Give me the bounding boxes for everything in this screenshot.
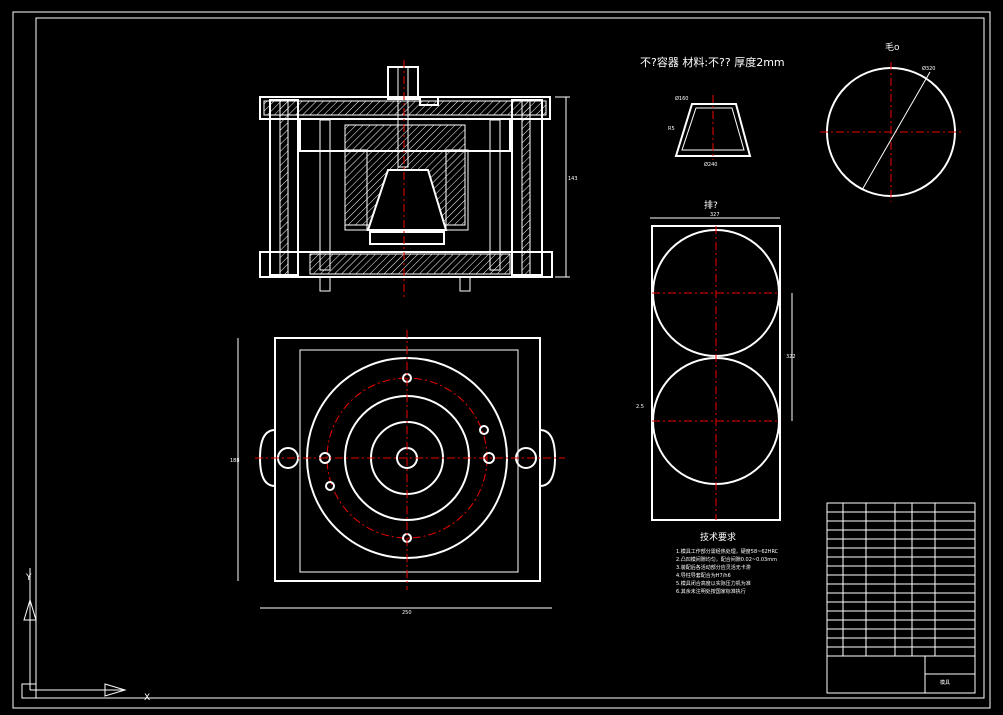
strip-layout-view[interactable]: 排? 327 322 2.5 — [636, 199, 796, 521]
tech-req-heading: 技术要求 — [700, 531, 736, 543]
tech-req-line: 3.装配后各活动部分应灵活无卡滞 — [676, 564, 751, 571]
mold-depth-dim: 188 — [230, 458, 240, 464]
ucs-icon: Y X — [21, 568, 150, 703]
mold-width-dim: 250 — [402, 610, 412, 616]
blank-view[interactable]: 毛o Ø320 — [820, 41, 962, 202]
mold-plan-view[interactable]: 188 250 — [230, 330, 565, 616]
layout-pitch-dim: 322 — [786, 354, 796, 360]
part-bottom-dim: Ø240 — [704, 161, 717, 168]
technical-requirements: 技术要求 1.模具工作部分需经热处理，硬度58~62HRC 2.凸凹模间隙均匀，… — [676, 531, 779, 595]
ucs-y-label: Y — [25, 573, 32, 583]
inner-border — [35, 17, 985, 699]
part-title-note: 不?容器 材料:不?? 厚度2mm — [640, 55, 785, 69]
tech-req-line: 6.其余未注明处按国家标准执行 — [676, 588, 746, 595]
tech-req-line: 5.模具闭合高度以实际压力机为准 — [676, 580, 751, 587]
tech-req-line: 4.导柱导套配合为H7/h6 — [676, 572, 731, 579]
layout-gap-dim: 2.5 — [636, 404, 644, 410]
part-radius-dim: R5 — [668, 126, 675, 132]
ucs-x-label: X — [144, 693, 150, 703]
title-block[interactable]: 模具 — [826, 502, 976, 694]
blank-dia-dim: Ø320 — [922, 65, 935, 72]
title-block-drawing-name: 模具 — [940, 679, 950, 686]
blank-view-label: 毛o — [885, 41, 900, 53]
tech-req-line: 2.凸凹模间隙均匀，配合间隙0.02~0.03mm — [676, 556, 777, 563]
layout-view-label: 排? — [704, 199, 718, 211]
outer-border — [12, 11, 991, 709]
mold-section-view[interactable]: 143 — [259, 60, 578, 300]
part-drawing[interactable]: Ø160 Ø240 R5 — [668, 95, 752, 168]
layout-width-dim: 327 — [710, 212, 720, 218]
mold-height-dim: 143 — [568, 176, 578, 182]
part-top-dim: Ø160 — [675, 95, 688, 102]
tech-req-line: 1.模具工作部分需经热处理，硬度58~62HRC — [676, 548, 779, 555]
